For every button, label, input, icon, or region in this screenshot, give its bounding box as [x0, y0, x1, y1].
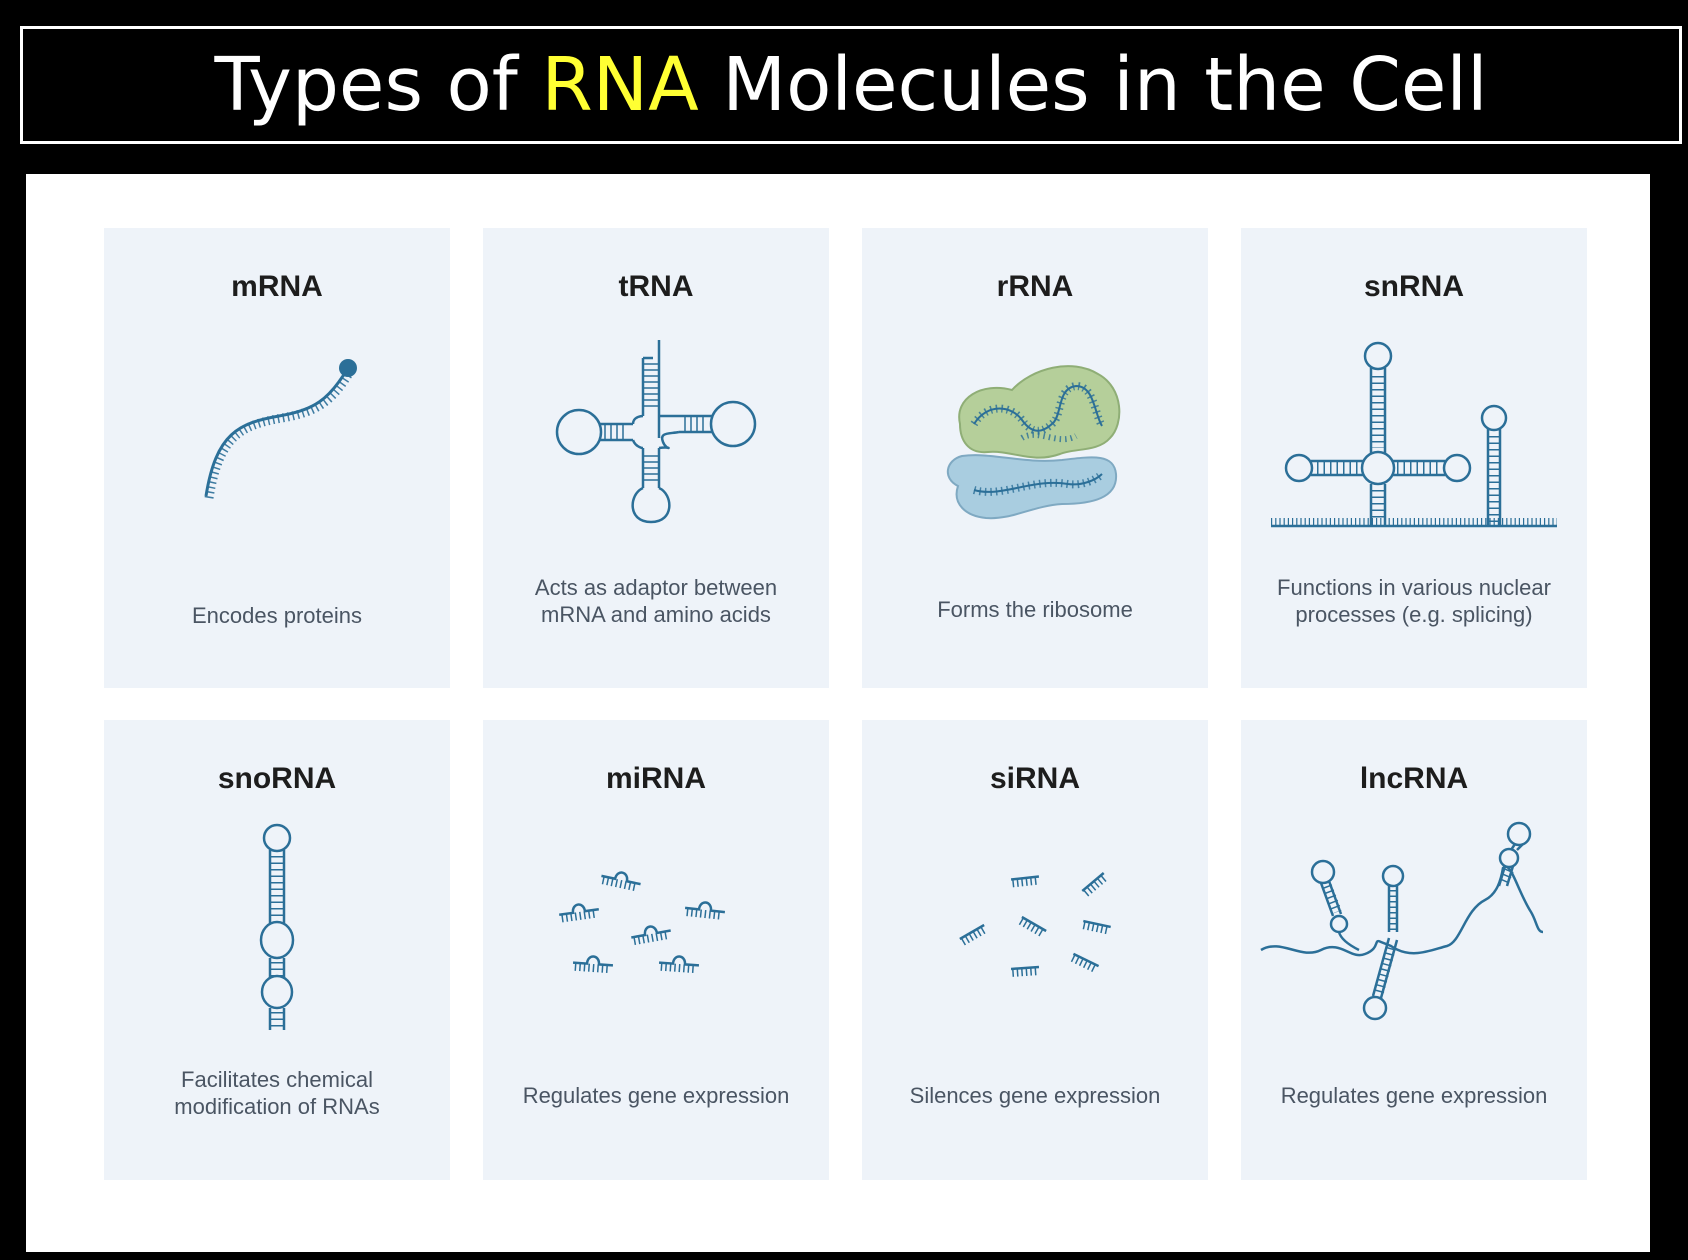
card-sirna: siRNA Silences gene expression — [862, 720, 1208, 1180]
card-rrna: rRNA Forms the ribosome — [862, 228, 1208, 688]
card-title-trna: tRNA — [618, 270, 694, 303]
title-highlight: RNA — [541, 42, 699, 128]
card-title-mrna: mRNA — [231, 270, 323, 303]
rna-types-panel: mRNA Encodes proteins tRNA — [26, 174, 1650, 1252]
title-part-before: Types of — [214, 42, 542, 128]
card-lncrna: lncRNA — [1241, 720, 1587, 1180]
card-title-mirna: miRNA — [605, 762, 706, 795]
card-desc-snorna: Facilitates chemical modification of RNA… — [174, 1067, 380, 1119]
card-desc-lncrna: Regulates gene expression — [1280, 1083, 1548, 1108]
card-mirna: miRNA — [483, 720, 829, 1180]
card-title-lncrna: lncRNA — [1359, 762, 1469, 795]
card-desc-trna: Acts as adaptor between mRNA and amino a… — [534, 575, 778, 627]
card-title-snrna: snRNA — [1363, 270, 1464, 303]
card-desc-mirna: Regulates gene expression — [522, 1083, 790, 1108]
card-snorna: snoRNA Facilitates chemical mo — [104, 720, 450, 1180]
page-title: Types of RNA Molecules in the Cell — [214, 48, 1487, 122]
snrna-structure-icon — [1241, 328, 1587, 558]
ribosome-icon — [862, 328, 1208, 558]
card-title-sirna: siRNA — [989, 762, 1080, 795]
sirna-fragments-icon — [862, 820, 1208, 1050]
card-mrna: mRNA Encodes proteins — [104, 228, 450, 688]
snorna-hairpin-icon — [104, 820, 450, 1050]
card-desc-snrna: Functions in various nuclear processes (… — [1277, 575, 1551, 627]
card-title-snorna: snoRNA — [217, 762, 337, 795]
mirna-fragments-icon — [483, 820, 829, 1050]
trna-cloverleaf-icon — [483, 328, 829, 558]
card-desc-sirna: Silences gene expression — [909, 1083, 1161, 1108]
card-title-rrna: rRNA — [996, 270, 1074, 303]
mrna-strand-icon — [104, 359, 357, 558]
card-desc-mrna: Encodes proteins — [192, 603, 362, 628]
title-part-after: Molecules in the Cell — [698, 42, 1488, 128]
card-trna: tRNA — [483, 228, 829, 688]
title-banner: Types of RNA Molecules in the Cell — [20, 26, 1682, 144]
card-desc-rrna: Forms the ribosome — [937, 597, 1133, 622]
lncrna-strand-icon — [1241, 820, 1587, 1050]
card-snrna: snRNA — [1241, 228, 1587, 688]
